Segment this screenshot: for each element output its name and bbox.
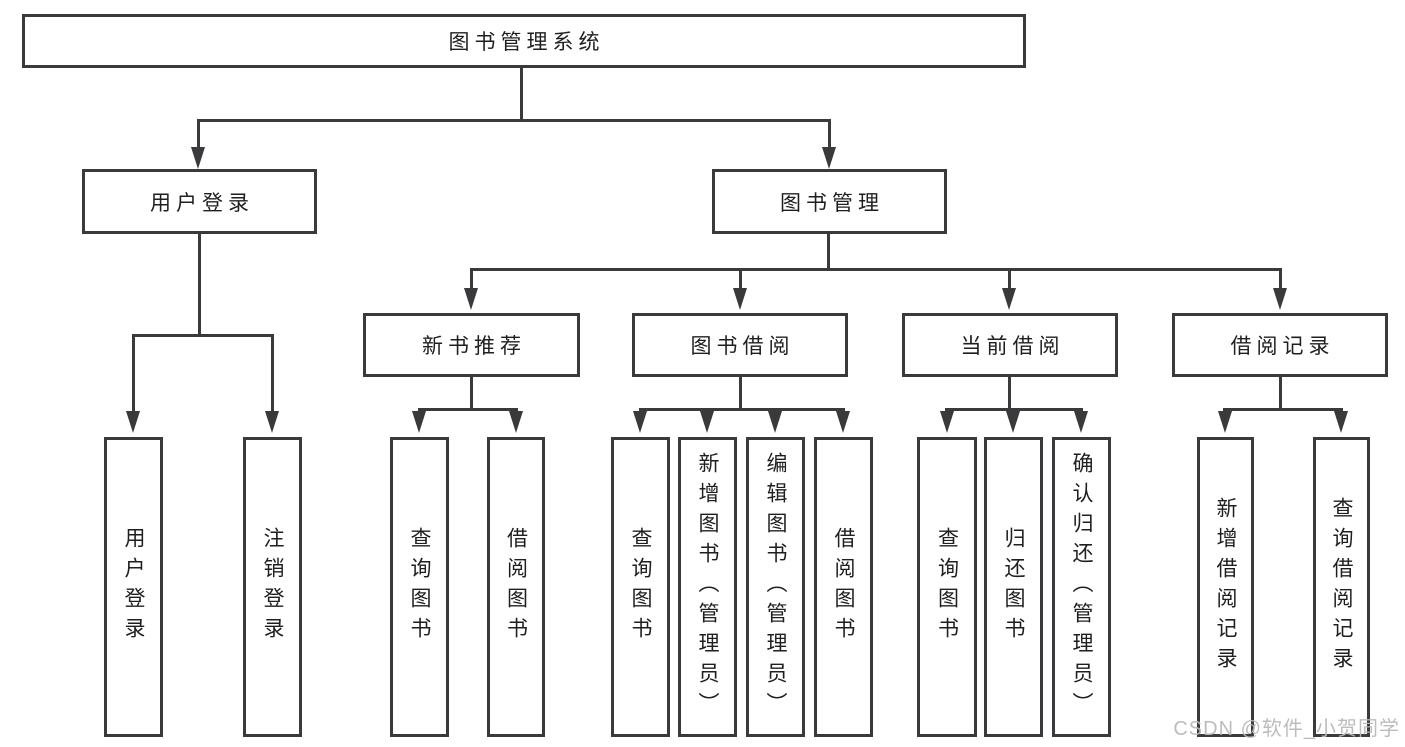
arrow-book-borrow: [733, 288, 747, 310]
edge-drop-leaf-logout: [271, 334, 274, 413]
node-new-book-recommend-label: 新书推荐: [422, 335, 526, 358]
edge-user-login-hbar: [132, 334, 274, 337]
arrow-current-return: [1006, 411, 1020, 433]
edge-current-borrow-hbar: [945, 408, 1083, 411]
edge-drop-book-management: [828, 119, 831, 150]
csdn-watermark: CSDN @软件_小贺同学: [1173, 718, 1400, 740]
leaf-borrow-borrow-books: 借阅图书: [814, 437, 873, 737]
edge-drop-leaf-user-login: [132, 334, 135, 413]
node-current-borrow: 当前借阅: [902, 313, 1118, 377]
leaf-current-query-books-label: 查询图书: [935, 527, 959, 647]
node-new-book-recommend: 新书推荐: [363, 313, 580, 377]
node-user-login: 用户登录: [82, 169, 317, 234]
leaf-logout-label: 注销登录: [261, 527, 284, 647]
leaf-newbook-query-books-label: 查询图书: [408, 527, 431, 647]
leaf-newbook-query-books: 查询图书: [390, 437, 449, 737]
arrow-leaf-user-login: [126, 411, 140, 433]
edge-new-book-stem: [470, 375, 473, 411]
leaf-records-query-record-label: 查询借阅记录: [1330, 497, 1353, 677]
arrow-current-borrow: [1002, 288, 1016, 310]
leaf-borrow-borrow-books-label: 借阅图书: [832, 527, 855, 647]
edge-drop-borrow-records: [1279, 268, 1282, 290]
edge-new-book-hbar: [418, 408, 518, 411]
leaf-user-login: 用户登录: [104, 437, 163, 737]
edge-book-management-hbar: [470, 268, 1282, 271]
arrow-newbook-query: [412, 411, 426, 433]
leaf-borrow-edit-books-admin: 编辑图书（管理员）: [746, 437, 805, 737]
leaf-borrow-query-books: 查询图书: [611, 437, 670, 737]
arrow-borrow-edit: [768, 411, 782, 433]
leaf-newbook-borrow-books: 借阅图书: [487, 437, 545, 737]
arrow-borrow-query: [633, 411, 647, 433]
leaf-current-return-books-label: 归还图书: [1002, 527, 1025, 647]
node-borrow-records-label: 借阅记录: [1230, 335, 1335, 358]
edge-root-hbar: [197, 119, 831, 122]
leaf-user-login-label: 用户登录: [122, 527, 145, 647]
edge-current-borrow-stem: [1008, 375, 1011, 411]
leaf-current-confirm-return-admin-label: 确认归还（管理员）: [1070, 452, 1093, 722]
arrow-current-query: [940, 411, 954, 433]
leaf-borrow-add-books-admin-label: 新增图书（管理员）: [696, 452, 719, 722]
node-book-management-label: 图书管理: [780, 191, 884, 215]
edge-drop-current-borrow: [1008, 268, 1011, 290]
leaf-records-add-record: 新增借阅记录: [1197, 437, 1254, 737]
leaf-records-query-record: 查询借阅记录: [1313, 437, 1370, 737]
arrow-book-management: [822, 147, 836, 169]
leaf-current-confirm-return-admin: 确认归还（管理员）: [1052, 437, 1111, 737]
leaf-borrow-query-books-label: 查询图书: [629, 527, 652, 647]
edge-drop-book-borrow: [739, 268, 742, 290]
edge-user-login-stem: [198, 232, 201, 337]
node-root: 图书管理系统: [22, 14, 1026, 68]
node-root-label: 图书管理系统: [448, 31, 605, 54]
arrow-new-book: [464, 288, 478, 310]
node-book-borrow-label: 图书借阅: [690, 335, 795, 358]
edge-drop-new-book: [470, 268, 473, 290]
arrow-borrow-records: [1273, 288, 1287, 310]
arrow-borrow-add: [700, 411, 714, 433]
node-current-borrow-label: 当前借阅: [960, 335, 1065, 358]
leaf-newbook-borrow-books-label: 借阅图书: [504, 527, 528, 647]
leaf-records-add-record-label: 新增借阅记录: [1214, 497, 1237, 677]
arrow-user-login: [191, 147, 205, 169]
arrow-current-confirm: [1074, 411, 1088, 433]
arrow-newbook-borrow: [509, 411, 523, 433]
edge-drop-user-login: [197, 119, 200, 150]
node-borrow-records: 借阅记录: [1172, 313, 1388, 377]
edge-book-borrow-stem: [739, 375, 742, 411]
arrow-records-query: [1334, 411, 1348, 433]
edge-book-borrow-hbar: [639, 408, 845, 411]
leaf-current-query-books: 查询图书: [917, 437, 977, 737]
node-book-borrow: 图书借阅: [632, 313, 848, 377]
node-user-login-label: 用户登录: [150, 191, 254, 215]
arrow-borrow-borrow: [836, 411, 850, 433]
leaf-borrow-add-books-admin: 新增图书（管理员）: [678, 437, 737, 737]
edge-book-management-stem: [827, 232, 830, 271]
edge-root-stem: [520, 66, 523, 122]
edge-borrow-records-hbar: [1223, 408, 1343, 411]
arrow-records-add: [1218, 411, 1232, 433]
edge-borrow-records-stem: [1279, 375, 1282, 411]
node-book-management: 图书管理: [712, 169, 947, 234]
leaf-logout: 注销登录: [243, 437, 302, 737]
leaf-borrow-edit-books-admin-label: 编辑图书（管理员）: [764, 452, 787, 722]
arrow-leaf-logout: [265, 411, 279, 433]
leaf-current-return-books: 归还图书: [984, 437, 1043, 737]
